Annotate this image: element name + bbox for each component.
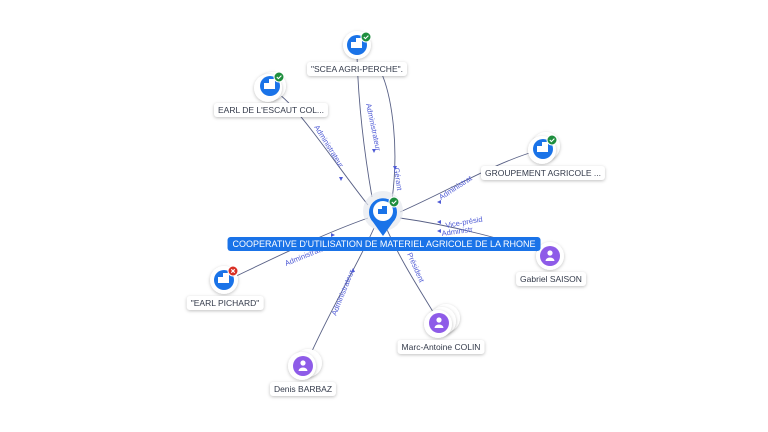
edge-label-gabriel-admin: Administr bbox=[441, 225, 474, 238]
arrow-marker bbox=[339, 177, 343, 181]
building-icon bbox=[537, 142, 548, 152]
building-icon bbox=[378, 206, 387, 214]
active-status-icon bbox=[273, 71, 285, 83]
active-status-icon bbox=[546, 134, 558, 146]
node-label-earl-lescaut[interactable]: EARL DE L'ESCAUT COL... bbox=[213, 103, 329, 117]
active-status-icon bbox=[388, 196, 400, 208]
company-node-groupement[interactable] bbox=[528, 132, 560, 164]
edge-label-scea-administrateur: Administrateur bbox=[364, 103, 383, 153]
active-status-icon bbox=[360, 31, 372, 43]
edge-scea-gerant bbox=[379, 69, 396, 201]
center-company-label[interactable]: COOPERATIVE D'UTILISATION DE MATERIEL AG… bbox=[227, 237, 541, 251]
person-node-gabriel[interactable] bbox=[536, 242, 564, 270]
building-icon bbox=[264, 79, 275, 89]
node-label-groupement[interactable]: GROUPEMENT AGRICOLE ... bbox=[480, 166, 606, 180]
arrow-marker bbox=[331, 233, 335, 237]
edge-marc bbox=[384, 224, 439, 321]
building-icon bbox=[351, 38, 362, 48]
node-label-marc[interactable]: Marc-Antoine COLIN bbox=[397, 340, 485, 354]
building-icon bbox=[218, 273, 229, 283]
edge-groupement bbox=[399, 149, 541, 213]
edge-label-marc: Président bbox=[405, 251, 426, 284]
company-node-scea[interactable] bbox=[343, 31, 372, 59]
arrow-marker bbox=[437, 200, 441, 204]
arrow-marker bbox=[351, 268, 355, 272]
arrow-marker bbox=[393, 166, 397, 170]
person-icon bbox=[298, 360, 308, 371]
edge-label-denis: Administrateur bbox=[330, 268, 357, 317]
node-label-earl-pichard[interactable]: "EARL PICHARD" bbox=[186, 296, 264, 310]
company-node-earl-lescaut[interactable] bbox=[254, 71, 286, 102]
node-label-denis[interactable]: Denis BARBAZ bbox=[269, 382, 337, 396]
edge-earl-lescaut bbox=[279, 94, 369, 206]
arrow-marker bbox=[437, 229, 441, 233]
person-node-denis[interactable] bbox=[288, 349, 322, 380]
node-label-scea[interactable]: "SCEA AGRI-PERCHE". bbox=[306, 62, 408, 76]
arrow-marker bbox=[372, 149, 376, 153]
arrow-marker bbox=[437, 220, 441, 224]
center-company-node[interactable] bbox=[363, 191, 403, 236]
edge-label-scea-gerant: Gérant bbox=[392, 167, 404, 192]
person-icon bbox=[545, 250, 555, 261]
node-label-gabriel[interactable]: Gabriel SAISON bbox=[516, 272, 586, 286]
person-node-marc[interactable] bbox=[424, 304, 460, 338]
edge-label-earl-lescaut: Administrateur bbox=[312, 123, 346, 169]
edge-label-groupement: Administrat bbox=[437, 173, 474, 201]
person-icon bbox=[434, 317, 444, 328]
company-node-earl-pichard[interactable] bbox=[210, 265, 239, 294]
